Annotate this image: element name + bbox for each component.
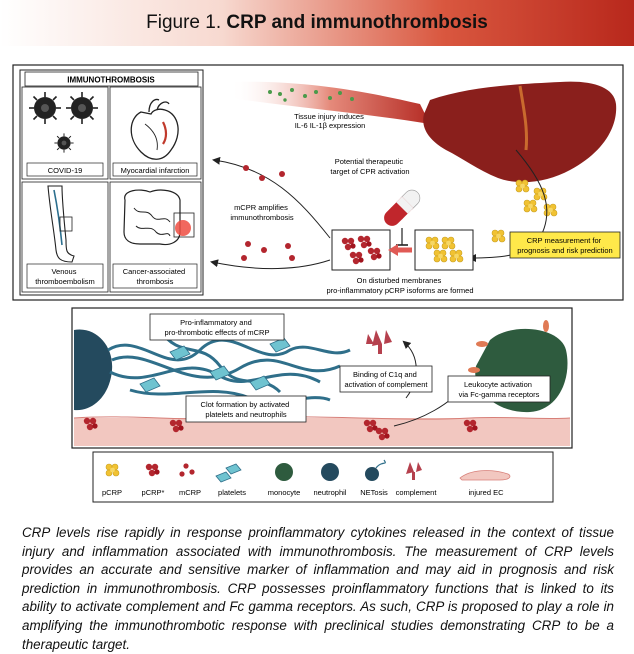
liver-icon xyxy=(423,81,617,183)
leg-icon xyxy=(47,185,75,263)
cell-label-cancer-line1: Cancer-associated xyxy=(123,267,186,276)
leukocyte-box xyxy=(447,375,551,403)
tissue-injury-label: Tissue injury induces IL-6 IL-1β express… xyxy=(294,112,366,130)
cytokine-dots xyxy=(268,88,354,102)
legend-label-pcrp: pCRP xyxy=(102,488,122,497)
cell-label-cancer: Cancer-associated thrombosis xyxy=(123,267,188,286)
virus-icon xyxy=(28,91,62,125)
figure-header: Figure 1. CRP and immunothrombosis xyxy=(0,0,634,46)
legend-label-platelets: platelets xyxy=(218,488,246,497)
figure-diagram: IMMUNOTHROMBOSIS COVID-19 Myocardial inf… xyxy=(12,64,624,503)
cell-label-venous-line2: thromboembolism xyxy=(35,277,95,286)
virus-icon xyxy=(65,91,99,125)
legend-label-netosis: NETosis xyxy=(360,488,388,497)
fc-receptors xyxy=(468,320,549,373)
neutrophil-cell xyxy=(74,329,113,411)
cell-label-covid: COVID-19 xyxy=(48,166,83,175)
heart-icon xyxy=(130,98,179,160)
legend-label-injured-ec: injured EC xyxy=(468,488,504,497)
figure-caption: CRP levels rise rapidly in response proi… xyxy=(22,525,614,652)
binding-label: Binding of C1q and activation of complem… xyxy=(345,370,429,389)
clot-box xyxy=(185,395,307,423)
disturbed-membranes-label: On disturbed membranes pro-inflammatory … xyxy=(327,276,474,295)
pro-inflammatory-label: Pro-inflammatory and pro-thrombotic effe… xyxy=(165,318,270,337)
legend-label-mcrp: mCRP xyxy=(179,488,201,497)
crp-measurement-box xyxy=(509,231,621,259)
legend-label-pcrp-star: pCRP* xyxy=(142,488,165,497)
cell-label-myocardial: Myocardial infarction xyxy=(121,166,190,175)
legend-label-neutrophil: neutrophil xyxy=(314,488,347,497)
legend-label-complement: complement xyxy=(396,488,438,497)
virus-icon xyxy=(53,132,75,154)
binding-box xyxy=(339,365,433,393)
complement-icon xyxy=(366,330,392,354)
legend-icons xyxy=(105,459,511,483)
pro-inflammatory-box xyxy=(149,313,285,341)
vessel-wall xyxy=(74,418,570,446)
mcrp-floaters xyxy=(241,165,295,261)
mcpr-amplifies-label: mCPR amplifies immunothrombosis xyxy=(230,203,294,222)
intestine-icon xyxy=(123,189,195,246)
cell-label-cancer-line2: thrombosis xyxy=(137,277,174,286)
crp-measurement-label: CRP measurement for prognosis and risk p… xyxy=(517,236,612,255)
clot-label: Clot formation by activated platelets an… xyxy=(201,400,292,419)
leukocyte-label: Leukocyte activation via Fc-gamma recept… xyxy=(459,380,540,399)
legend-label-monocyte: monocyte xyxy=(268,488,301,497)
figure-title: Figure 1. CRP and immunothrombosis xyxy=(146,12,488,33)
immunothrombosis-title-box xyxy=(24,71,199,87)
immunothrombosis-title: IMMUNOTHROMBOSIS xyxy=(67,76,155,85)
cell-label-venous-line1: Venous xyxy=(51,267,76,276)
cell-label-venous: Venous thromboembolism xyxy=(35,267,95,286)
therapeutic-label: Potential therapeutic target of CPR acti… xyxy=(330,157,409,176)
